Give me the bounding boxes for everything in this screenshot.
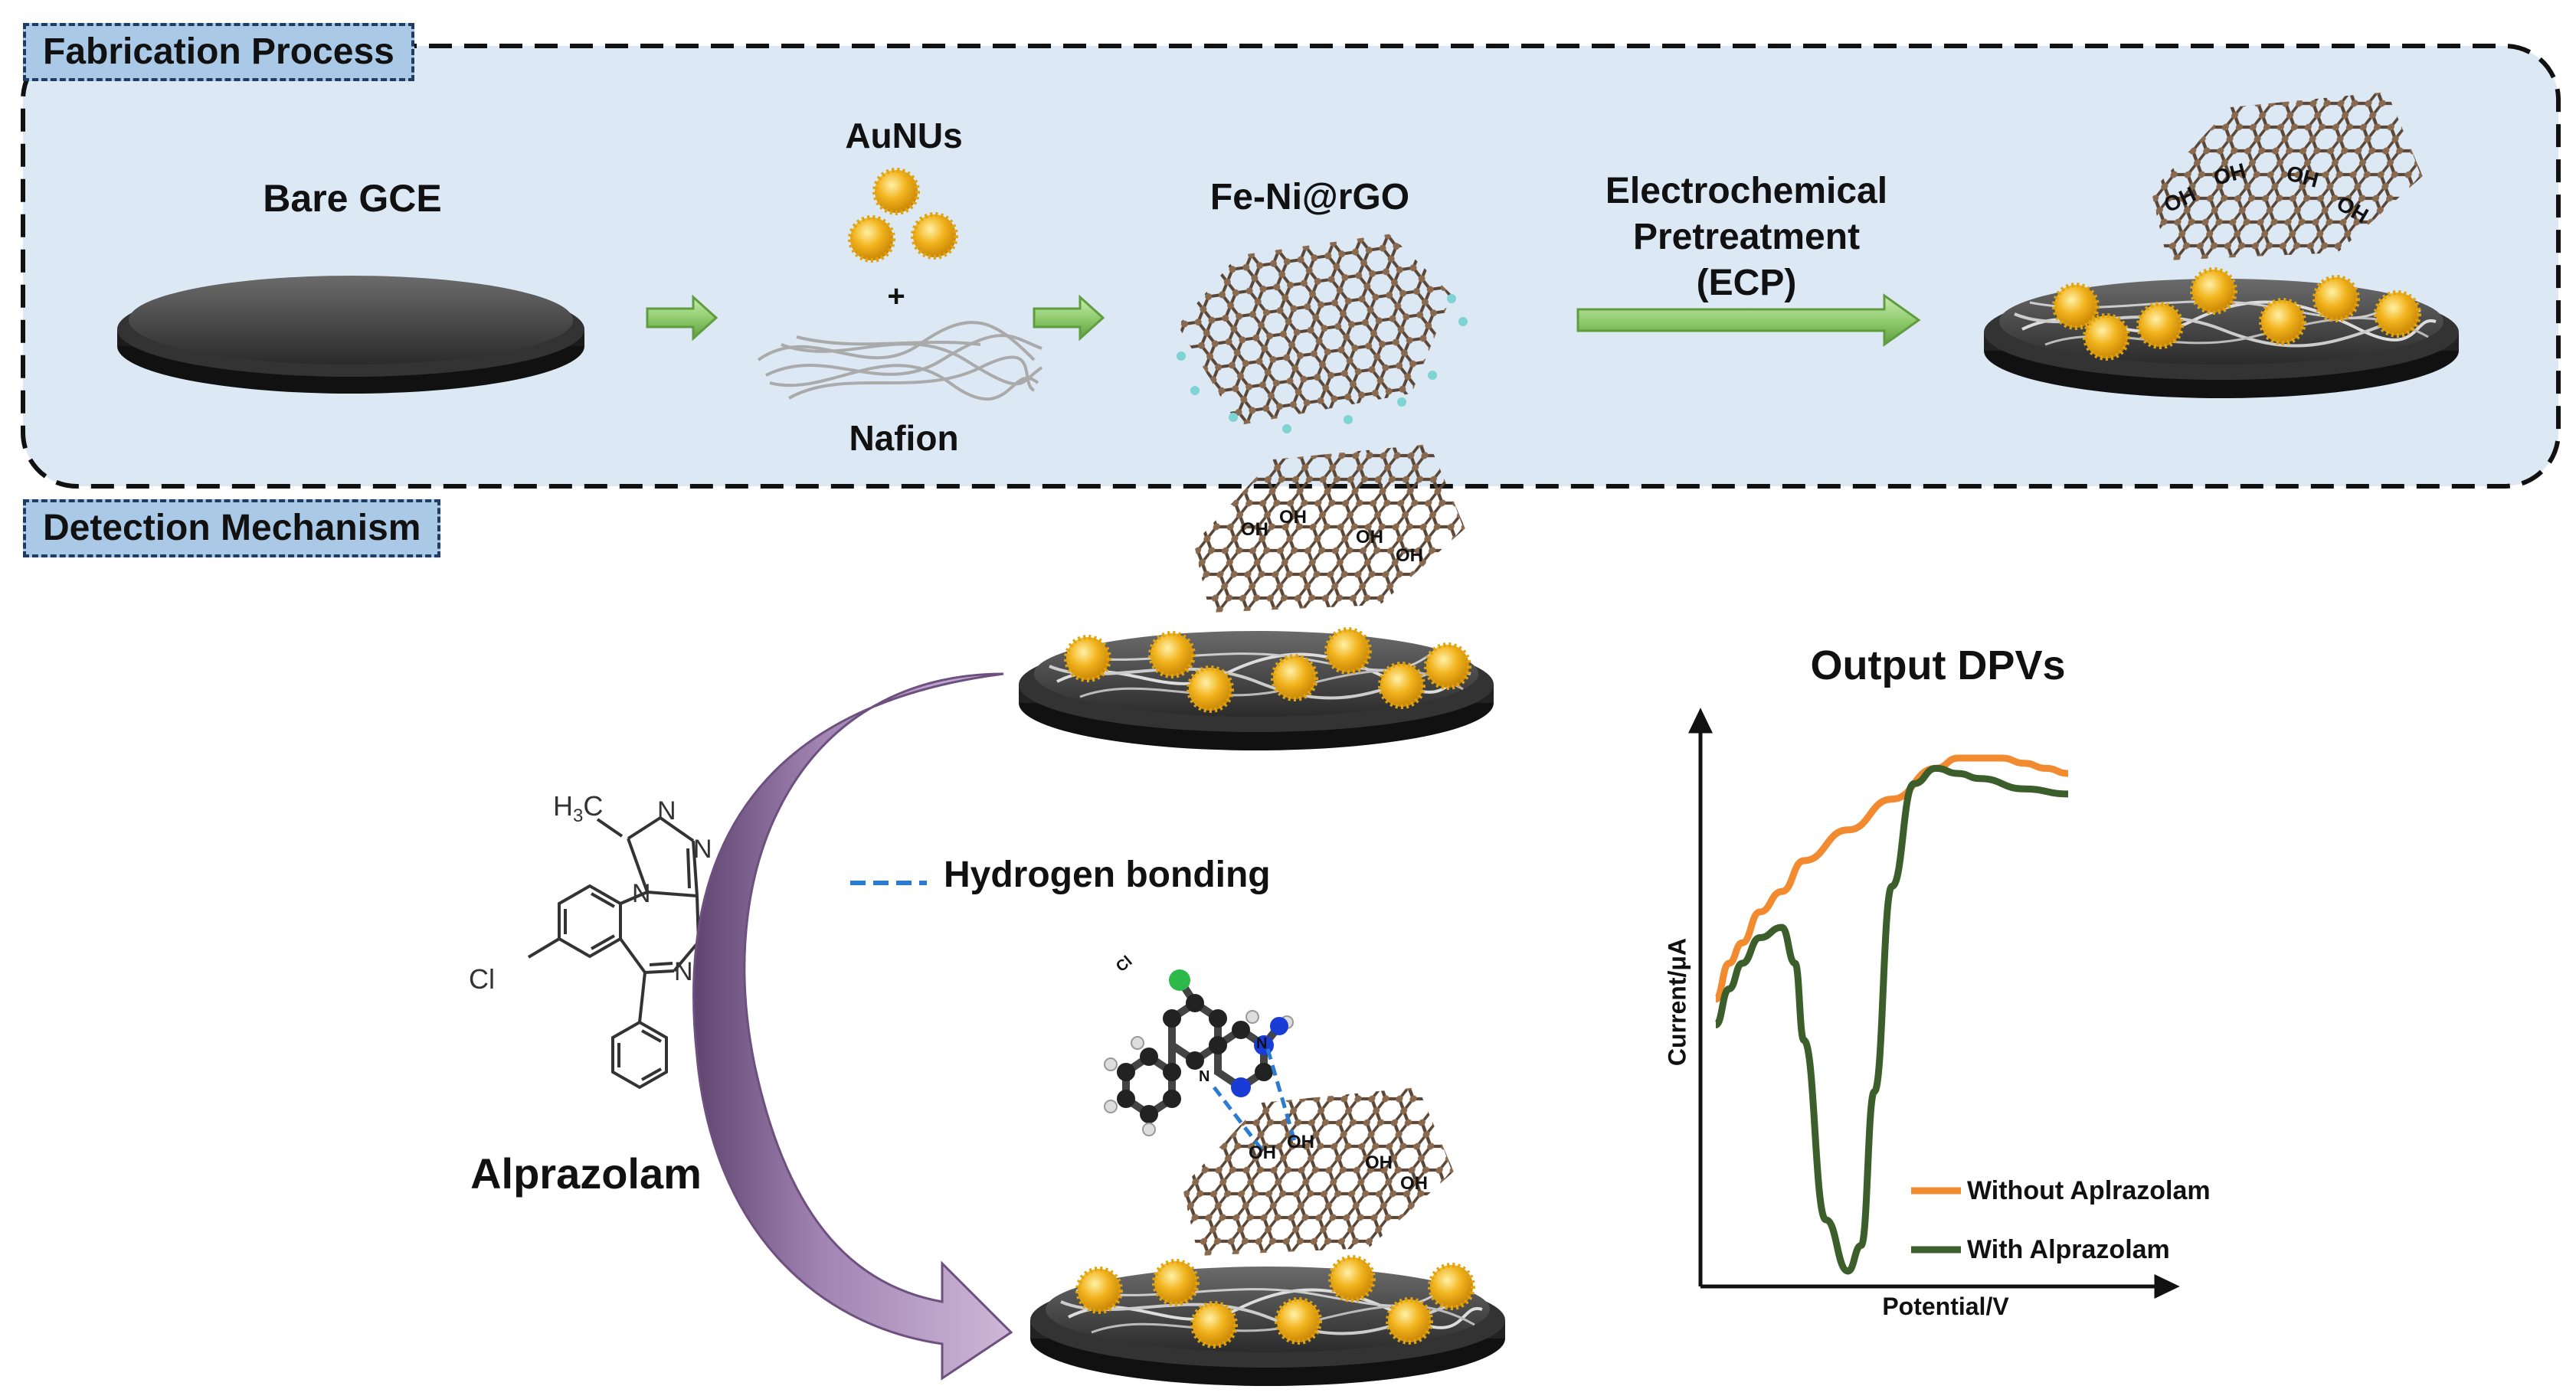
atom-n-label: N — [1199, 1068, 1210, 1085]
hydrogen-bonding-label: Hydrogen bonding — [944, 855, 1271, 895]
bare-gce-label: Bare GCE — [263, 177, 442, 220]
alprazolam-structure — [527, 816, 700, 1090]
arrow-2 — [1033, 294, 1105, 342]
ecp-label-line3: (ECP) — [1696, 263, 1797, 303]
fabrication-process-tag: Fabrication Process — [23, 23, 414, 81]
struct-n-label: N — [632, 879, 651, 908]
alprazolam-label: Alprazolam — [470, 1149, 702, 1198]
ecp-arrow — [1576, 293, 1921, 347]
struct-cl-label: Cl — [469, 963, 495, 995]
hbond-1 — [1213, 1086, 1265, 1154]
fe-ni-rgo-sheet — [1177, 234, 1468, 433]
struct-h3c-label: H3C — [553, 790, 604, 827]
chart-xlabel: Potential/V — [1882, 1293, 2009, 1320]
oh-label: OH — [1279, 507, 1307, 528]
oh-label: OH — [1396, 545, 1423, 566]
aunus-label: AuNUs — [845, 116, 963, 155]
ecp-label-line1: Electrochemical — [1605, 171, 1888, 211]
atom-n-label: N — [1256, 1035, 1268, 1052]
legend-label-without: Without Aplrazolam — [1967, 1176, 2211, 1205]
nafion-label: Nafion — [849, 418, 959, 458]
dpv-series-line-0 — [1714, 754, 2069, 1003]
oh-label: OH — [1365, 1152, 1393, 1173]
oh-label: OH — [1287, 1132, 1314, 1152]
alprazolam-ball-stick — [1104, 969, 1294, 1136]
struct-n-label: N — [657, 796, 676, 825]
fe-ni-rgo-label: Fe-Ni@rGO — [1209, 177, 1410, 217]
legend-label-with: With Alprazolam — [1967, 1235, 2170, 1264]
struct-n-label: N — [693, 835, 712, 864]
detection-electrode-top — [1017, 444, 1495, 752]
detection-electrode-bottom — [1029, 1087, 1507, 1388]
oh-label: OH — [1356, 527, 1383, 548]
oh-label: OH — [1249, 1142, 1276, 1163]
detection-mechanism-tag: Detection Mechanism — [23, 499, 441, 557]
oh-label: OH — [1400, 1173, 1428, 1194]
ecp-label-line2: Pretreatment — [1632, 217, 1861, 257]
plus-label: + — [887, 279, 905, 313]
arrow-1 — [646, 294, 718, 342]
nafion-fibers — [757, 321, 1043, 401]
bare-gce-electrode — [117, 276, 584, 394]
chart-title: Output DPVs — [1810, 642, 2066, 688]
chart-ylabel: Current/μA — [1663, 937, 1691, 1067]
dpv-series-line-1 — [1714, 764, 2069, 1275]
dpv-axes — [1688, 708, 2180, 1299]
dpv-plot-area — [1714, 754, 2069, 1275]
struct-n-label: N — [674, 957, 693, 986]
curved-arrow — [692, 672, 1013, 1381]
oh-label: OH — [1241, 519, 1268, 540]
